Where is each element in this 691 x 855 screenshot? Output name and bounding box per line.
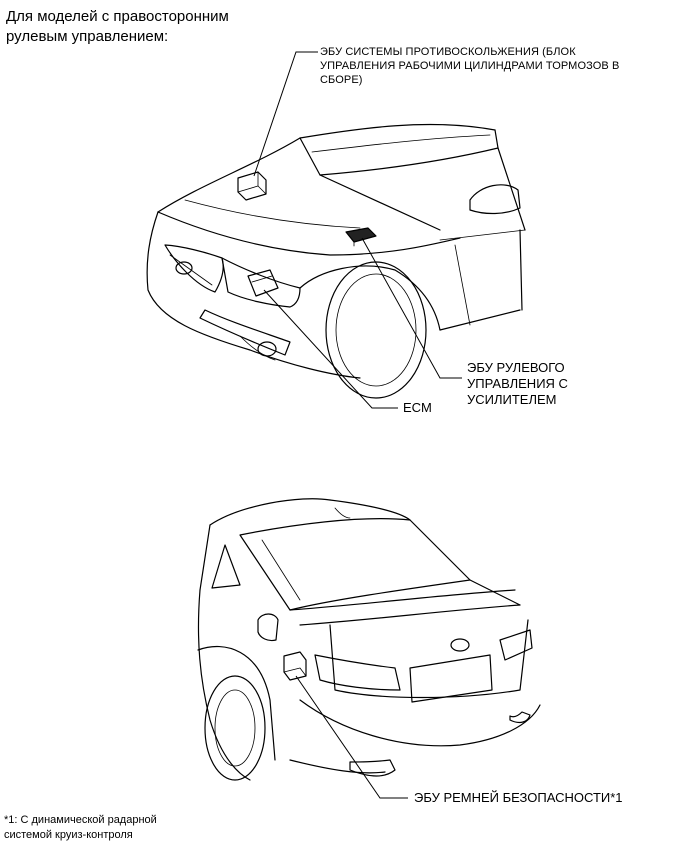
eps-ecu-label: ЭБУ РУЛЕВОГО УПРАВЛЕНИЯ С УСИЛИТЕЛЕМ <box>467 360 568 407</box>
page-heading: Для моделей с правосторонним рулевым упр… <box>6 8 229 45</box>
front-car-drawing <box>146 51 526 409</box>
rear-car-drawing <box>197 498 541 799</box>
ecm-icon <box>247 269 279 297</box>
ecm-label: ECM <box>403 400 432 415</box>
abs-ecu-icon <box>237 171 267 201</box>
seatbelt-ecu-icon <box>283 651 307 681</box>
abs-ecu-label: ЭБУ СИСТЕМЫ ПРОТИВОСКОЛЬЖЕНИЯ (БЛОК УПРА… <box>320 46 620 86</box>
footnote: *1: С динамической радарной системой кру… <box>4 814 157 841</box>
seatbelt-ecu-label: ЭБУ РЕМНЕЙ БЕЗОПАСНОСТИ*1 <box>414 790 623 805</box>
eps-ecu-icon <box>345 227 377 247</box>
